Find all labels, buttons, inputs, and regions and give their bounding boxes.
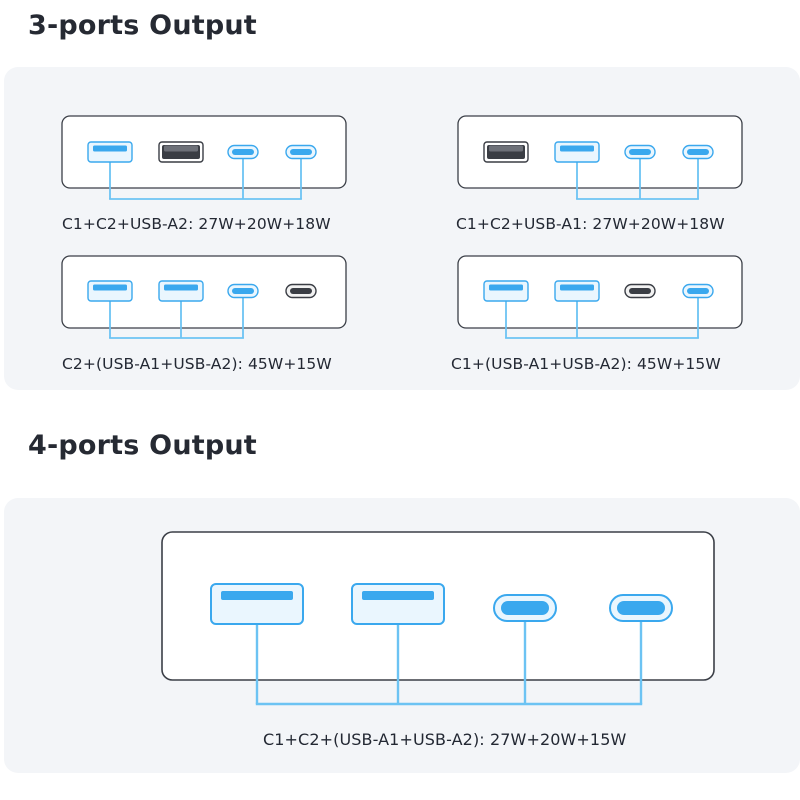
port-diagram-1	[61, 115, 347, 200]
port-diagram-3	[61, 255, 347, 339]
device-outline	[61, 115, 347, 189]
device-outline	[457, 255, 743, 329]
usb-a-port-icon	[483, 141, 529, 163]
usb-a-port-icon	[210, 583, 304, 625]
usb-a-port-icon	[554, 280, 600, 302]
usb-c-port-icon	[285, 283, 317, 299]
four-ports-heading: 4-ports Output	[28, 430, 257, 461]
diagram-caption-5: C1+C2+(USB-A1+USB-A2): 27W+20W+15W	[263, 730, 627, 749]
usb-a-port-icon	[87, 141, 133, 163]
usb-c-port-icon	[609, 594, 673, 622]
usb-a-port-icon	[87, 280, 133, 302]
usb-c-port-icon	[493, 594, 557, 622]
usb-a-port-icon	[158, 280, 204, 302]
usb-a-port-icon	[158, 141, 204, 163]
port-diagram-5	[161, 531, 715, 706]
usb-a-port-icon	[483, 280, 529, 302]
usb-c-port-icon	[682, 283, 714, 299]
diagram-caption-2: C1+C2+USB-A1: 27W+20W+18W	[456, 215, 725, 233]
device-outline	[457, 115, 743, 189]
usb-c-port-icon	[624, 144, 656, 160]
device-outline	[61, 255, 347, 329]
port-diagram-4	[457, 255, 743, 339]
three-ports-heading: 3-ports Output	[28, 10, 257, 41]
port-diagram-2	[457, 115, 743, 200]
usb-a-port-icon	[351, 583, 445, 625]
diagram-caption-1: C1+C2+USB-A2: 27W+20W+18W	[62, 215, 331, 233]
diagram-caption-4: C1+(USB-A1+USB-A2): 45W+15W	[451, 355, 721, 373]
usb-c-port-icon	[227, 144, 259, 160]
usb-c-port-icon	[285, 144, 317, 160]
usb-c-port-icon	[682, 144, 714, 160]
usb-a-port-icon	[554, 141, 600, 163]
usb-c-port-icon	[227, 283, 259, 299]
usb-c-port-icon	[624, 283, 656, 299]
diagram-caption-3: C2+(USB-A1+USB-A2): 45W+15W	[62, 355, 332, 373]
